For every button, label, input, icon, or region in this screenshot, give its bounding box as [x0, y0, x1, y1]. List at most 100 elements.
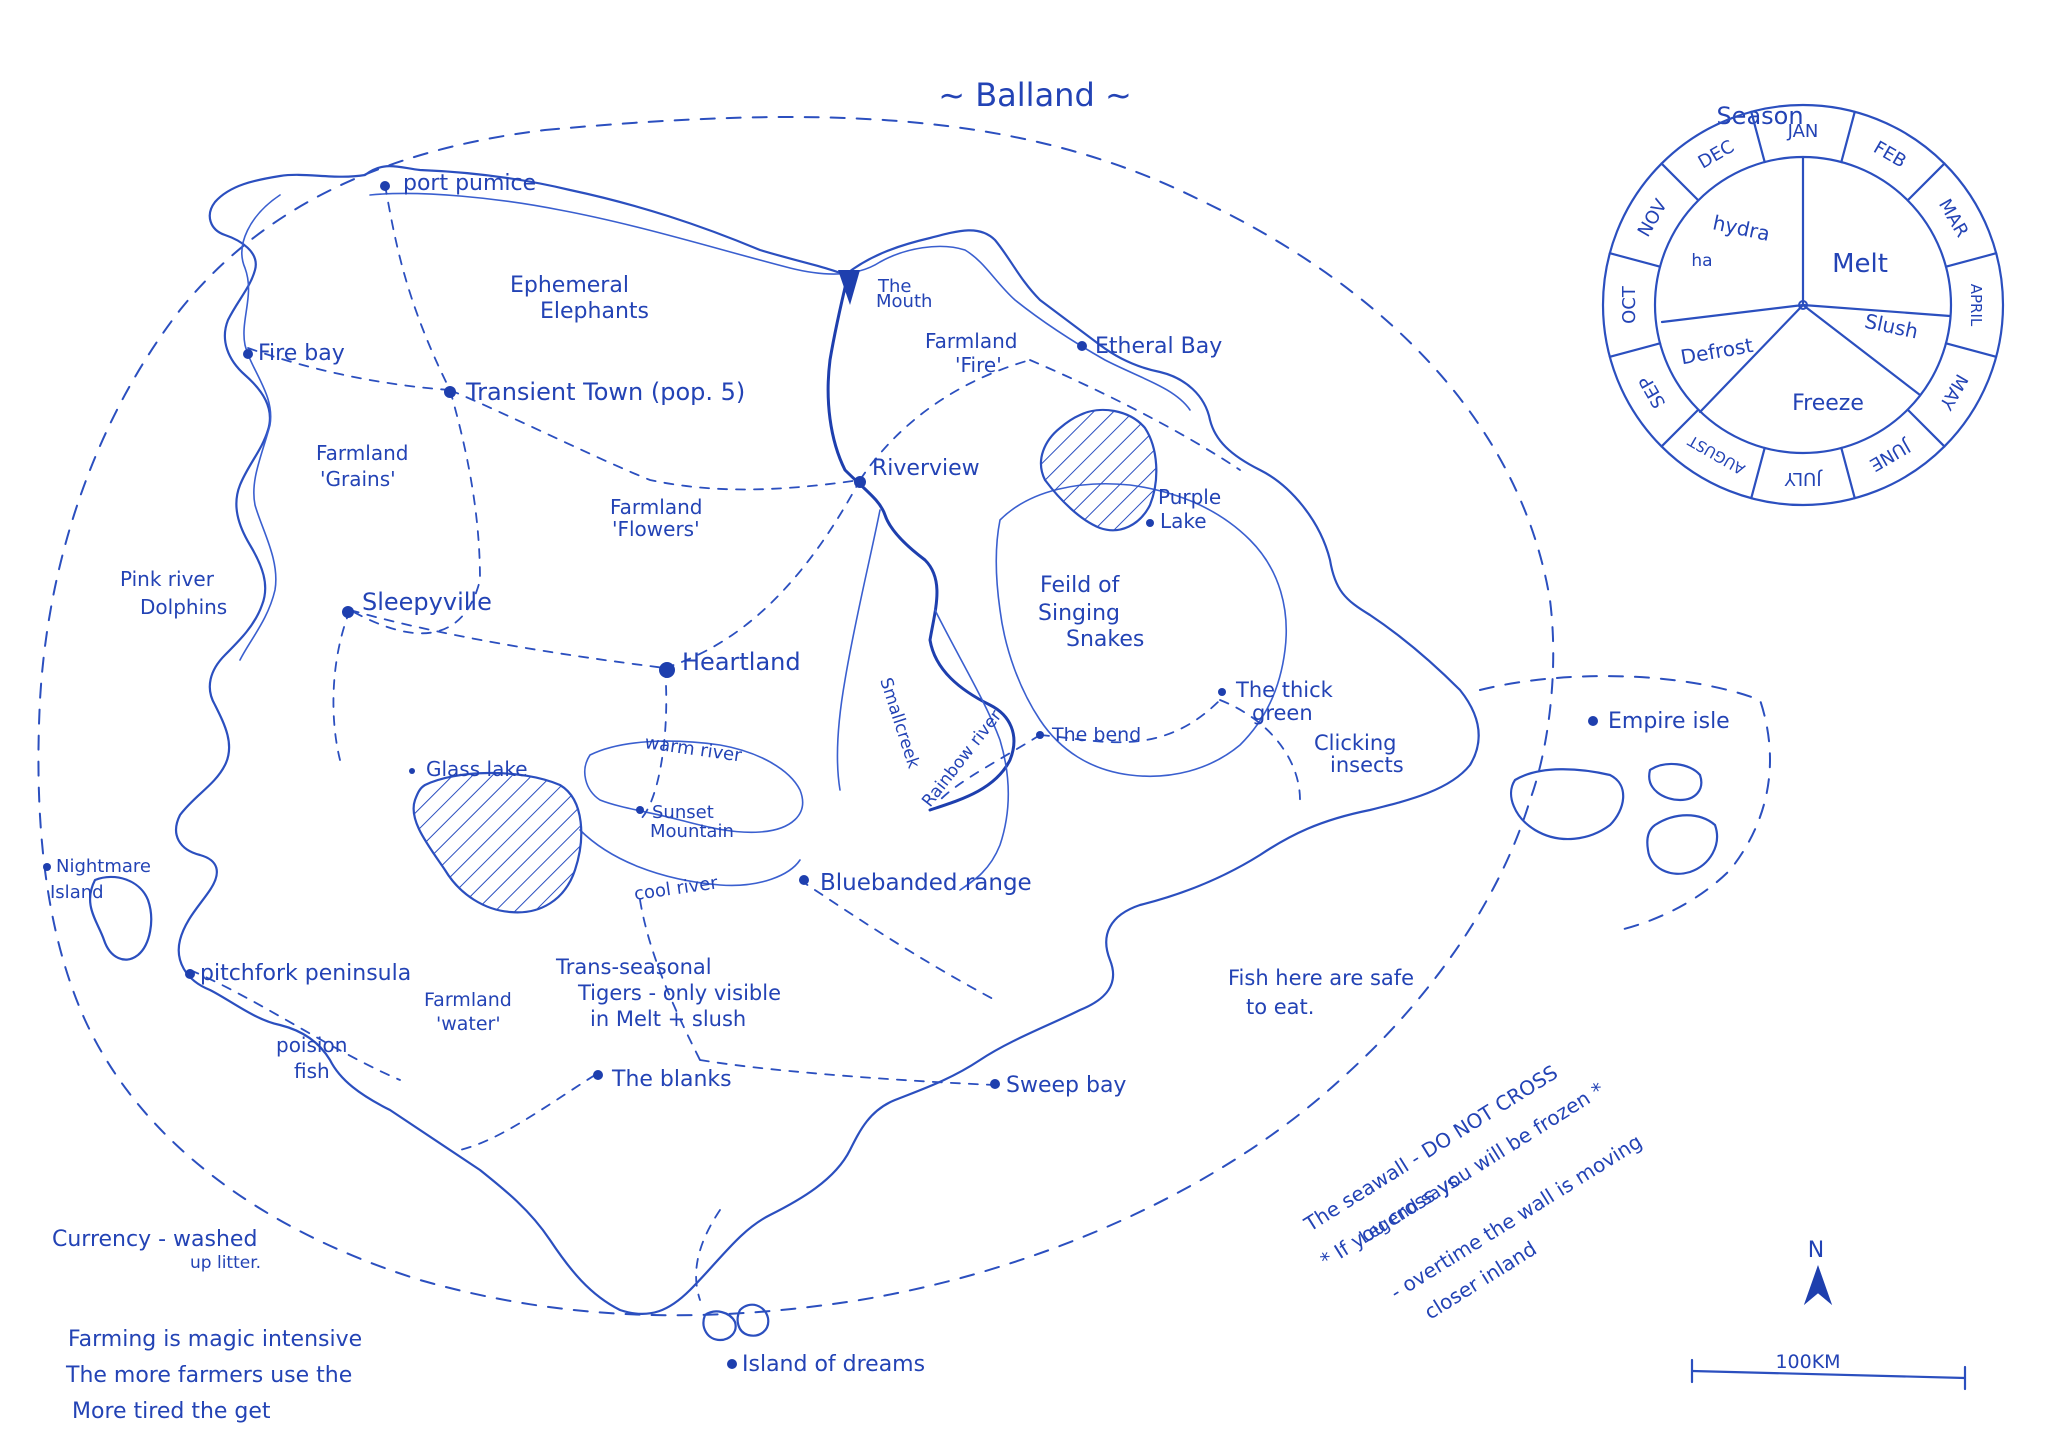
label-glass-lake: Glass lake [426, 757, 528, 781]
label-etheral-bay: Etheral Bay [1095, 334, 1222, 359]
scale-bar: 100KM [1690, 1351, 1967, 1391]
month-divider [1906, 162, 1946, 202]
label-the-bend: The bend [1051, 724, 1141, 746]
label-empire-isle: Empire isle [1608, 709, 1730, 734]
month-label-june: JUNE [1866, 435, 1915, 475]
note-farming-3: More tired the get [72, 1399, 271, 1424]
month-label-mar: MAR [1934, 196, 1972, 241]
region-poison-fish-2: fish [294, 1059, 330, 1083]
month-divider [1944, 342, 1998, 358]
season-melt: Melt [1832, 249, 1888, 279]
region-ephemeral-elephants-2: Elephants [540, 299, 649, 324]
region-thick-green-1: The thick [1235, 678, 1334, 702]
empire-isle-2 [1648, 762, 1703, 802]
label-small-creek: Smallcreek [875, 675, 923, 771]
note-currency-2: up litter. [190, 1253, 261, 1273]
label-rainbow-river: Rainbow river [918, 707, 1006, 812]
season-defrost: Defrost [1679, 333, 1755, 369]
label-the-mouth-2: Mouth [876, 291, 932, 312]
region-farmland-grains-1: Farmland [316, 441, 408, 465]
region-farmland-flowers-2: 'Flowers' [612, 517, 700, 541]
north-arrow-icon [1803, 1264, 1833, 1306]
region-tigers-2: Tigers - only visible [577, 981, 781, 1005]
sunset-mountain-shape [579, 740, 804, 887]
note-farming-1: Farming is magic intensive [68, 1327, 362, 1352]
note-currency-1: Currency - washed [52, 1227, 257, 1252]
purple-lake-shape [1039, 408, 1158, 532]
inner-shore [239, 192, 1191, 661]
region-farmland-flowers-1: Farmland [610, 495, 702, 519]
season-hydra-2: ha [1691, 251, 1712, 271]
region-thick-green-2: green [1252, 701, 1313, 725]
glass-lake-shape [412, 771, 583, 914]
place-dots [43, 181, 1598, 1369]
label-sweep-bay: Sweep bay [1006, 1073, 1126, 1098]
eastern-region-outline [995, 482, 1288, 778]
dashed-paths [189, 184, 1301, 1301]
compass-north-label: N [1808, 1238, 1824, 1263]
map-title: ~ Balland ~ [938, 76, 1132, 114]
season-wheel: Season Melt Slush Freeze Defrost hydra h… [1601, 102, 2005, 507]
label-the-blanks: The blanks [611, 1067, 732, 1092]
nightmare-island [89, 875, 153, 961]
label-cool-river: cool river [633, 872, 720, 905]
region-ephemeral-elephants-1: Ephemeral [510, 273, 629, 298]
region-farmland-grains-2: 'Grains' [320, 467, 396, 491]
region-poison-fish-1: poision [276, 1033, 347, 1057]
label-heartland: Heartland [682, 648, 801, 676]
label-island-of-dreams: Island of dreams [742, 1352, 925, 1377]
month-divider [1608, 342, 1662, 358]
month-label-may: MAY [1934, 370, 1971, 414]
seawall-boundary [37, 116, 1555, 1317]
month-label-july: JULY [1783, 468, 1822, 489]
season-freeze: Freeze [1792, 391, 1864, 416]
month-label-jan: JAN [1787, 121, 1819, 142]
label-bluebanded-range: Bluebanded range [820, 870, 1032, 896]
region-clicking-insects-1: Clicking [1314, 731, 1397, 755]
label-sunset-mountain-1: Sunset [652, 802, 714, 823]
compass: N [1803, 1238, 1833, 1306]
main-island [174, 165, 1480, 1315]
month-divider [1944, 252, 1998, 268]
note-farming-2: The more farmers use the [65, 1363, 352, 1388]
region-farmland-fire-1: Farmland [925, 329, 1017, 353]
season-wheel-title: Season [1716, 102, 1803, 130]
rainbow-river-line [934, 609, 1010, 891]
label-port-pumice: port pumice [403, 171, 536, 196]
label-fire-bay: Fire bay [258, 341, 345, 366]
month-divider [1906, 408, 1946, 448]
month-label-oct: OCT [1619, 285, 1640, 324]
note-fish-safe-2: to eat. [1246, 995, 1314, 1019]
month-divider [1750, 110, 1766, 164]
label-purple-lake-2: Lake [1160, 509, 1207, 533]
scale-bar-label: 100KM [1775, 1351, 1840, 1373]
empire-isle-1 [1510, 768, 1625, 841]
label-riverview: Riverview [872, 456, 980, 481]
region-tigers-3: in Melt + slush [590, 1007, 746, 1031]
month-divider [1660, 408, 1700, 448]
month-divider [1840, 446, 1856, 500]
region-singing-snakes-1: Feild of [1040, 573, 1121, 598]
label-warm-river: warm river [643, 732, 743, 766]
month-divider [1750, 446, 1766, 500]
label-nightmare-island-2: Island [50, 882, 104, 903]
region-tigers-1: Trans-seasonal [555, 955, 712, 979]
month-label-feb: FEB [1870, 137, 1910, 172]
region-clicking-insects-2: insects [1330, 753, 1404, 777]
label-nightmare-island-1: Nightmare [56, 856, 151, 877]
label-sunset-mountain-2: Mountain [650, 821, 734, 842]
label-transient-town: Transient Town (pop. 5) [465, 378, 745, 406]
main-river [826, 273, 1016, 812]
label-the-mouth-1: The [877, 276, 911, 297]
region-singing-snakes-3: Snakes [1066, 627, 1144, 652]
empire-isle-boundary [1479, 675, 1771, 931]
label-purple-lake-1: Purple [1158, 485, 1221, 509]
month-divider [1840, 110, 1856, 164]
label-pitchfork-peninsula: pitchfork peninsula [200, 961, 411, 986]
region-singing-snakes-2: Singing [1038, 601, 1120, 626]
month-label-sep: SEP [1635, 372, 1670, 412]
small-creek-line [836, 509, 881, 791]
region-pink-river-dolphins-2: Dolphins [140, 595, 227, 619]
season-hydra-1: hydra [1711, 210, 1772, 245]
